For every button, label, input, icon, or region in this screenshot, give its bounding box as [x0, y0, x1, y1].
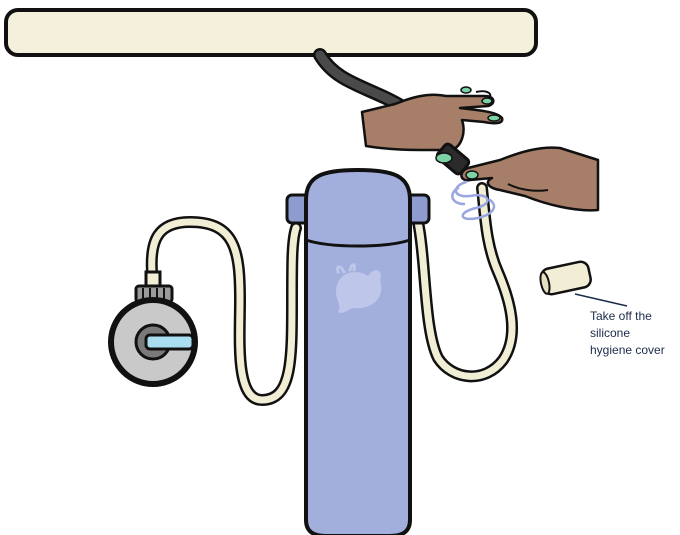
hose-fitting — [435, 142, 471, 176]
callout-line-2: silicone — [590, 326, 631, 340]
callout-text: Take off the silicone hygiene cover — [590, 308, 680, 359]
bottle-cap-seam — [305, 238, 411, 248]
valve-handle — [144, 333, 195, 351]
valve-adapter — [108, 270, 198, 387]
bottle-body — [304, 167, 412, 535]
water-swirl — [451, 180, 496, 221]
whale-icon — [336, 263, 382, 313]
right-hand — [460, 146, 600, 212]
upper-hand — [360, 86, 504, 152]
callout-line-1: Take off the — [590, 309, 652, 323]
callout-leader-line — [574, 293, 628, 307]
left-hose — [145, 215, 302, 407]
silicone-hygiene-cover — [539, 260, 592, 296]
right-hose — [412, 182, 519, 383]
filter-bottle — [285, 167, 431, 535]
countertop — [4, 8, 538, 57]
callout-line-3: hygiene cover — [590, 343, 665, 357]
